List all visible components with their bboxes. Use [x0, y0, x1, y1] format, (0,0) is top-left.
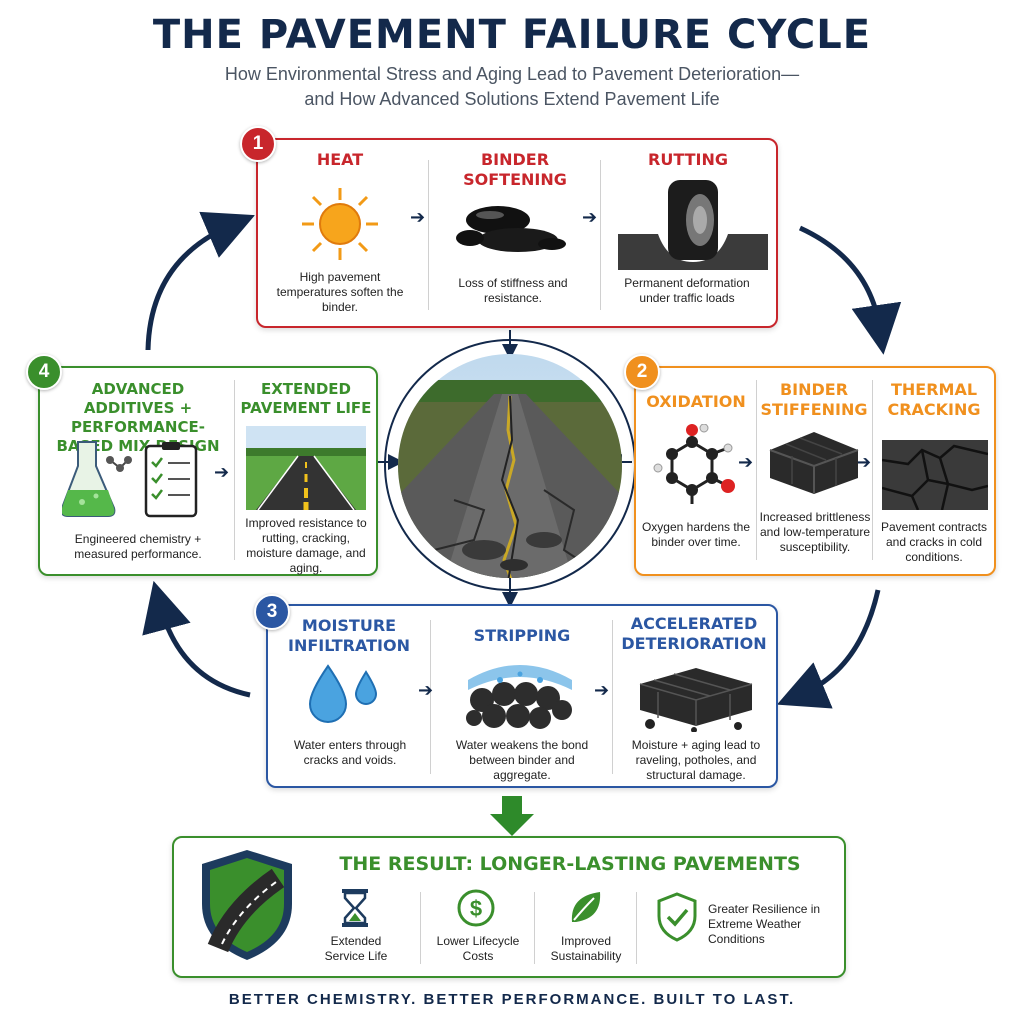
crumbling-aggregate-icon	[639, 668, 753, 732]
step-oxidation: OXIDATION	[646, 392, 746, 411]
melted-binder-icon	[456, 206, 566, 252]
result-item-service-life: Extended Service Life	[324, 934, 388, 963]
result-title: THE RESULT: LONGER-LASTING PAVEMENTS	[339, 853, 801, 875]
arrow-right-icon: ➔	[738, 452, 754, 472]
tire-rut-icon	[618, 180, 768, 270]
step-accelerated-deterioration-desc: Moisture + aging lead to raveling, potho…	[631, 738, 761, 782]
water-drop-icon	[308, 664, 378, 723]
cycle-arrow-2-to-3	[776, 589, 881, 709]
subtitle-line-2: and How Advanced Solutions Extend Paveme…	[304, 89, 720, 109]
step-heat-desc: High pavement temperatures soften the bi…	[276, 270, 404, 314]
step-rutting-desc: Permanent deformation under traffic load…	[624, 276, 750, 305]
cycle-arrow-1-to-2	[798, 225, 902, 355]
step-moisture-infiltration-desc: Water enters through cracks and voids.	[293, 738, 407, 767]
panel-4-number-badge: 4	[26, 354, 62, 390]
tagline: BETTER CHEMISTRY. BETTER PERFORMANCE. BU…	[228, 991, 796, 1008]
step-rutting: RUTTING	[648, 150, 728, 169]
hardened-binder-icon	[769, 432, 859, 494]
hourglass-icon	[342, 889, 368, 927]
result-item-lifecycle-costs: Lower Lifecycle Costs	[436, 934, 520, 963]
step-binder-stiffening-desc: Increased brittleness and low-temperatur…	[759, 510, 871, 554]
step-extended-pavement-life-desc: Improved resistance to rutting, cracking…	[245, 516, 367, 575]
damaged-road-photo	[398, 354, 622, 578]
step-stripping: STRIPPING	[473, 626, 571, 645]
result-item-resilience: Greater Resilience in Extreme Weather Co…	[708, 902, 821, 946]
shield-road-icon	[202, 850, 292, 960]
step-advanced-additives-desc: Engineered chemistry + measured performa…	[74, 532, 202, 561]
shield-check-icon	[657, 892, 697, 942]
arrow-right-icon: ➔	[418, 680, 434, 700]
cracked-pavement-icon	[882, 440, 988, 510]
down-arrow-icon	[490, 796, 534, 836]
step-extended-pavement-life: EXTENDED PAVEMENT LIFE	[240, 380, 372, 417]
sun-icon	[302, 188, 378, 260]
panel-3-number-badge: 3	[254, 594, 290, 630]
page-title: THE PAVEMENT FAILURE CYCLE	[152, 12, 872, 58]
cycle-arrow-4-to-1	[145, 211, 255, 351]
step-oxidation-desc: Oxygen hardens the binder over time.	[641, 520, 751, 549]
result-item-sustainability: Improved Sustainability	[550, 934, 622, 963]
step-accelerated-deterioration: ACCELERATED DETERIORATION	[621, 614, 767, 653]
dollar-icon: $	[457, 889, 495, 927]
arrow-right-icon: ➔	[856, 452, 872, 472]
panel-1-number-badge: 1	[240, 126, 276, 162]
step-moisture-infiltration: MOISTURE INFILTRATION	[287, 616, 410, 655]
cycle-arrow-3-to-4	[142, 580, 251, 698]
step-thermal-cracking-desc: Pavement contracts and cracks in cold co…	[880, 520, 988, 564]
step-binder-softening-desc: Loss of stiffness and resistance.	[458, 276, 568, 305]
arrow-right-icon: ➔	[410, 207, 426, 227]
step-heat: HEAT	[316, 150, 364, 169]
svg-text:$: $	[470, 896, 482, 921]
step-binder-softening: BINDER SOFTENING	[463, 150, 567, 189]
wet-aggregate-icon	[466, 665, 572, 729]
arrow-right-icon: ➔	[582, 207, 598, 227]
leaf-icon	[571, 892, 601, 922]
arrow-right-icon: ➔	[594, 680, 610, 700]
subtitle-line-1: How Environmental Stress and Aging Lead …	[224, 64, 800, 84]
step-thermal-cracking: THERMAL CRACKING	[887, 380, 981, 419]
step-binder-stiffening: BINDER STIFFENING	[760, 380, 868, 419]
step-stripping-desc: Water weakens the bond between binder an…	[455, 738, 589, 782]
panel-2-number-badge: 2	[624, 354, 660, 390]
flask-clipboard-icon	[62, 441, 198, 518]
new-road-icon	[246, 426, 366, 510]
arrow-right-icon: ➔	[214, 462, 230, 482]
molecule-icon	[653, 424, 735, 504]
